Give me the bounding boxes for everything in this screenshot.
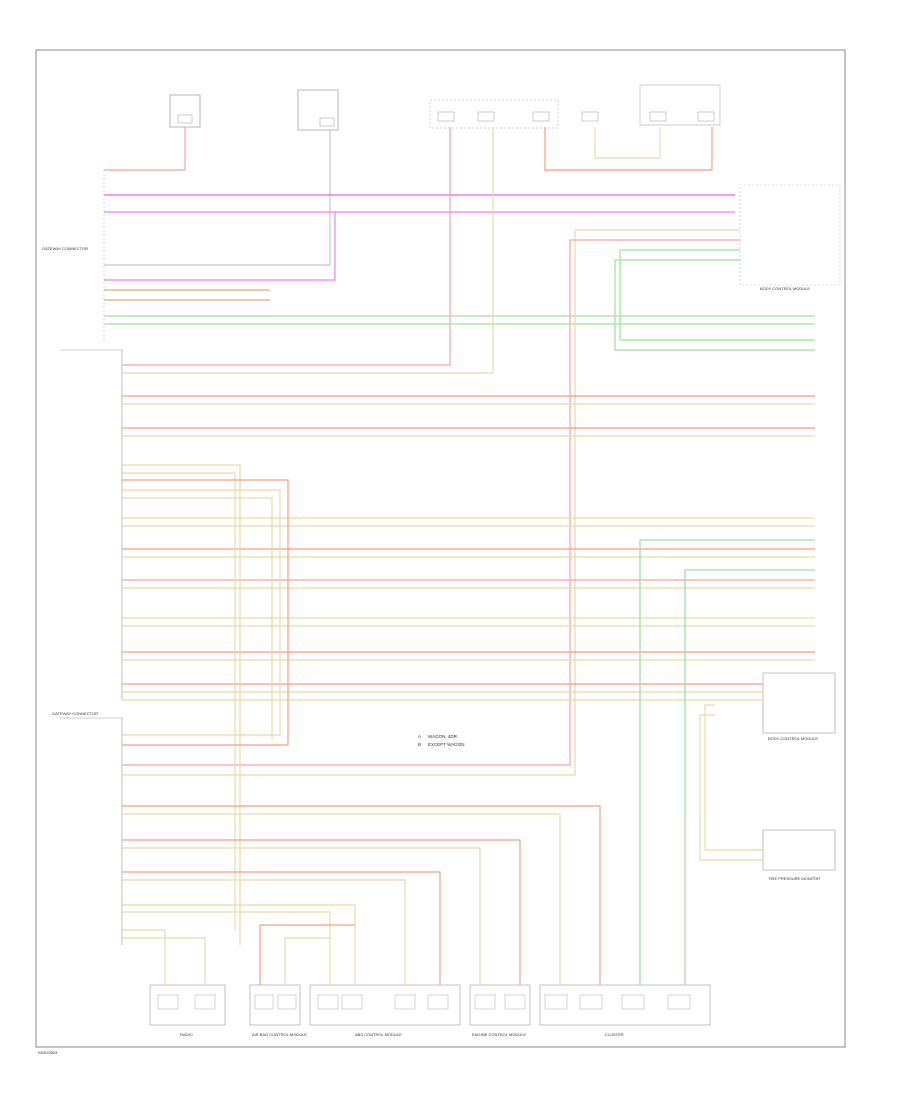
bottom-module-label-3: ABS CONTROL MODULE <box>355 1032 402 1037</box>
legend-code-a: A <box>418 734 421 739</box>
right-module-label-bottom: TIRE PRESSURE MONITOR <box>768 876 820 881</box>
bottom-module-label-1: RADIO <box>180 1032 193 1037</box>
top-fuse-box-2 <box>297 89 339 131</box>
bottom-module-label-2: AIR BAG CONTROL MODULE <box>252 1032 307 1037</box>
gateway-connector-lower <box>60 717 123 945</box>
top-fuse-box-1 <box>169 94 201 128</box>
right-module-mid <box>762 672 836 734</box>
diagram-border <box>35 49 846 1048</box>
gateway-connector-main <box>60 349 123 700</box>
bottom-module-label-4: ENGINE CONTROL MODULE <box>472 1032 526 1037</box>
main-bus-wires <box>122 395 815 815</box>
bottom-modules <box>149 984 711 1026</box>
legend: A WAGON, 4DR B EXCEPT WAGON <box>418 734 465 747</box>
legend-code-b: B <box>418 742 421 747</box>
right-module-top <box>739 184 841 286</box>
top-connector-group-2 <box>639 84 721 126</box>
gateway-connector-label-1: GATEWAY CONNECTOR <box>42 246 88 251</box>
legend-text-b: EXCEPT WAGON <box>428 742 465 747</box>
top-connector-group-1 <box>429 99 599 129</box>
top-feed-wires <box>104 127 815 776</box>
right-module-label-mid: BODY CONTROL MODULE <box>768 736 818 741</box>
bottom-module-label-5: CLUSTER <box>605 1032 624 1037</box>
right-module-bottom <box>762 829 836 871</box>
legend-text-a: WAGON, 4DR <box>428 734 458 739</box>
left-loop-wires <box>122 464 289 945</box>
module-labels: GATEWAY CONNECTOR GATEWAY CONNECTOR RADI… <box>42 246 820 1037</box>
gateway-connector-label-2: GATEWAY CONNECTOR <box>52 711 98 716</box>
bottom-branch-wires <box>122 704 763 985</box>
right-module-label-top: BODY CONTROL MODULE <box>760 286 810 291</box>
diagram-code: W0020503 <box>38 1050 58 1055</box>
